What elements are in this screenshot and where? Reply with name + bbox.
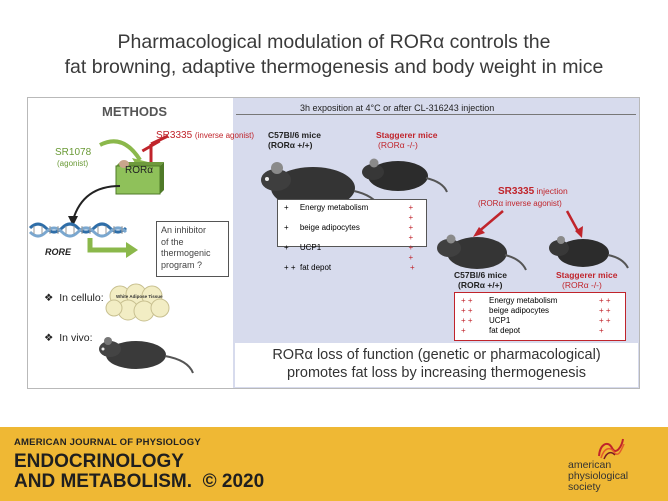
society-name: american physiological society: [568, 459, 629, 493]
copyright: © 2020: [202, 471, 265, 492]
exposure-condition: 3h exposition at 4°C or after CL-316243 …: [300, 103, 495, 113]
inhibitor-line-1: An inhibitor: [161, 225, 207, 235]
mouse-icon-wt: [261, 162, 382, 209]
sr1078-label: SR1078: [55, 147, 92, 158]
mouse-icon-wt-injected: [437, 234, 527, 271]
results-diagram: [261, 158, 629, 271]
in-cellulo-item: ❖ In cellulo:: [44, 292, 104, 304]
exposure-divider: [236, 114, 636, 115]
diamond-bullet-icon: ❖: [44, 332, 54, 344]
mouse-icon-in-vivo: [99, 337, 194, 374]
mouse-icon-staggerer-injected: [549, 236, 629, 269]
diamond-bullet-icon: ❖: [44, 292, 54, 304]
conclusion-text: RORα loss of function (genetic or pharma…: [272, 347, 601, 381]
wat-label: White Adipose Tissue: [116, 294, 163, 299]
dna-helix-icon: [28, 222, 128, 238]
inhibitor-line-3: thermogenic: [161, 248, 211, 258]
inhibitor-line-4: program ?: [161, 259, 203, 270]
sr3335-label: SR3335 (inverse agonist): [156, 130, 255, 141]
rora-receptor: [115, 165, 161, 195]
adipose-tissue-icon: [105, 283, 170, 322]
ligand-shape: [119, 160, 129, 168]
methods-heading: METHODS: [102, 104, 167, 119]
inhibitor-line-2: of the: [161, 236, 184, 247]
staggerer-injected-label: Staggerer mice(RORα -/-): [556, 270, 618, 290]
binding-arrow: [72, 185, 121, 221]
sr1078-note: (agonist): [57, 159, 89, 168]
agonist-arrow: [99, 139, 142, 162]
wt-label: C57Bl/6 mice(RORα +/+): [268, 130, 321, 150]
in-vivo-item: ❖ In vivo:: [44, 332, 93, 344]
methods-diagram: [28, 134, 194, 374]
rore-arrow: [87, 238, 128, 253]
injection-arrow-wt: [476, 210, 504, 234]
results-table-2: + +Energy metabolism+ + + +beige adipocy…: [454, 292, 626, 341]
injection-note: (RORα inverse agonist): [478, 199, 562, 208]
rora-label: RORα: [125, 165, 154, 176]
journal-footer: [0, 427, 668, 501]
injection-label: SR3335 injection: [498, 186, 568, 197]
wt-injected-label: C57Bl/6 mice(RORα +/+): [454, 270, 507, 290]
mouse-icon-staggerer: [362, 158, 448, 193]
title-line-2: fat browning, adaptive thermogenesis and…: [64, 56, 604, 78]
results-table-1: +Energy metabolism+ + +beige adipocytes+…: [277, 199, 427, 272]
injection-arrow-staggerer: [565, 210, 581, 234]
journal-title: ENDOCRINOLOGY AND METABOLISM. © 2020: [14, 451, 265, 492]
staggerer-label: Staggerer mice(RORα -/-): [376, 130, 438, 150]
title-line-1: Pharmacological modulation of RORα contr…: [117, 31, 551, 53]
inhibitor-box: An inhibitor of the thermogenic program …: [156, 221, 229, 277]
society-logo-icon: [598, 438, 625, 460]
journal-series: AMERICAN JOURNAL OF PHYSIOLOGY: [14, 437, 201, 448]
rore-label: RORE: [45, 247, 72, 257]
conclusion-box: [235, 343, 638, 387]
